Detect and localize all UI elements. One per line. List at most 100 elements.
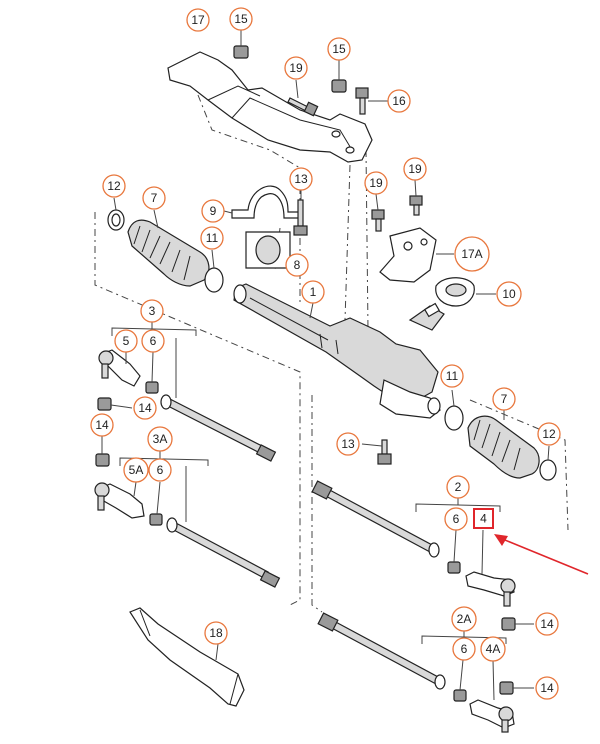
callout-7[interactable]: 7 (142, 186, 166, 210)
bolt-shank (375, 218, 382, 232)
callout-19[interactable]: 19 (364, 171, 388, 195)
callout-15[interactable]: 15 (229, 7, 253, 31)
svg-text:7: 7 (151, 191, 158, 205)
tie-rod-shaft (321, 487, 435, 553)
ball-joint (94, 482, 110, 498)
svg-text:1: 1 (310, 285, 317, 299)
nut-14-group3A (95, 436, 110, 467)
callout-18[interactable]: 18 (204, 621, 228, 645)
nut-body (145, 381, 159, 394)
ball-joint (98, 350, 114, 366)
pinion-shaft (408, 302, 445, 331)
arrow-head (494, 534, 508, 546)
callout-12[interactable]: 12 (102, 174, 126, 198)
callout-3[interactable]: 3 (140, 299, 164, 323)
leader-line (133, 481, 137, 497)
callout-16[interactable]: 16 (387, 89, 411, 113)
nut-6-group2A (453, 659, 467, 702)
callout-13[interactable]: 13 (289, 167, 313, 191)
tie-rod-end-5A (94, 481, 145, 519)
callout-15[interactable]: 15 (327, 37, 351, 61)
callout-6[interactable]: 6 (148, 458, 172, 482)
callout-14[interactable]: 14 (90, 413, 114, 437)
callout-17A[interactable]: 17A (454, 236, 490, 272)
bracket-hole (345, 146, 355, 154)
ball-stud (503, 591, 511, 607)
callout-4A[interactable]: 4A (480, 636, 506, 662)
callout-19[interactable]: 19 (403, 157, 427, 181)
callout-19[interactable]: 19 (284, 56, 308, 80)
nut-14-group2 (501, 617, 534, 631)
callout-14[interactable]: 14 (535, 676, 559, 700)
svg-text:13: 13 (294, 172, 308, 186)
callout-9[interactable]: 9 (201, 199, 225, 223)
leader-line (361, 443, 383, 447)
callout-13[interactable]: 13 (336, 432, 360, 456)
group-bracket (119, 457, 209, 466)
callout-4-highlighted[interactable]: 4 (473, 508, 494, 529)
tie-rod-thread (311, 480, 333, 500)
tie-rod-end-4A (469, 659, 515, 733)
nut-body (501, 617, 516, 631)
bolt-shank (359, 97, 366, 115)
leader-line (223, 210, 233, 214)
callout-1[interactable]: 1 (301, 280, 325, 304)
svg-text:19: 19 (408, 162, 422, 176)
callout-14[interactable]: 14 (535, 612, 559, 636)
callout-7[interactable]: 7 (492, 387, 516, 411)
callout-3A[interactable]: 3A (147, 426, 173, 452)
bracket-hole (420, 238, 428, 246)
leader-line (492, 659, 495, 701)
guide-line (311, 395, 323, 613)
callout-10[interactable]: 10 (496, 281, 522, 307)
nut-body (149, 513, 163, 526)
nut-6-group3A (149, 481, 163, 526)
tie-rod-shaft (163, 397, 263, 453)
svg-text:11: 11 (446, 369, 459, 383)
callout-2A[interactable]: 2A (451, 606, 477, 632)
svg-text:9: 9 (210, 204, 217, 218)
bracket-rib (207, 85, 353, 151)
callout-11[interactable]: 11 (200, 226, 224, 250)
clamp-9 (223, 185, 303, 219)
leader-line (459, 659, 464, 691)
housing-end (233, 284, 247, 304)
callout-14[interactable]: 14 (133, 396, 157, 420)
callout-5[interactable]: 5 (114, 329, 138, 353)
bolt-shank (381, 439, 388, 455)
tie-rod-thread (259, 570, 281, 588)
callout-6[interactable]: 6 (444, 507, 468, 531)
clip-ring (204, 267, 224, 293)
leader-line (110, 404, 133, 409)
seal-bore (445, 283, 467, 297)
svg-text:15: 15 (234, 12, 248, 26)
nut-14-group2A (499, 681, 534, 695)
ball-joint (500, 578, 516, 594)
tie-rod-thread (255, 444, 277, 462)
bolt-13 (293, 190, 308, 236)
svg-text:3A: 3A (153, 432, 168, 446)
callout-12[interactable]: 12 (537, 422, 561, 446)
clip-12-left (107, 197, 125, 231)
svg-text:14: 14 (138, 401, 152, 415)
pinion-bracket-17A (379, 227, 454, 283)
boot-7-right (467, 410, 540, 479)
tie-rod-end-body (99, 483, 145, 519)
leader-line (309, 302, 314, 319)
ball-stud (501, 719, 509, 733)
callout-6[interactable]: 6 (452, 637, 476, 661)
callout-11[interactable]: 11 (440, 364, 464, 388)
callout-2[interactable]: 2 (446, 475, 470, 499)
callout-8[interactable]: 8 (285, 253, 309, 277)
callout-5A[interactable]: 5A (123, 457, 149, 483)
callout-6[interactable]: 6 (141, 329, 165, 353)
nut-6-left (145, 351, 159, 394)
callout-17[interactable]: 17 (186, 8, 210, 32)
bolt-shank (297, 199, 304, 227)
bolt-19 (287, 79, 319, 117)
nut-14-group3 (97, 397, 133, 411)
bush-bore (255, 235, 281, 265)
guide-line (344, 164, 351, 321)
svg-text:2: 2 (455, 480, 462, 494)
